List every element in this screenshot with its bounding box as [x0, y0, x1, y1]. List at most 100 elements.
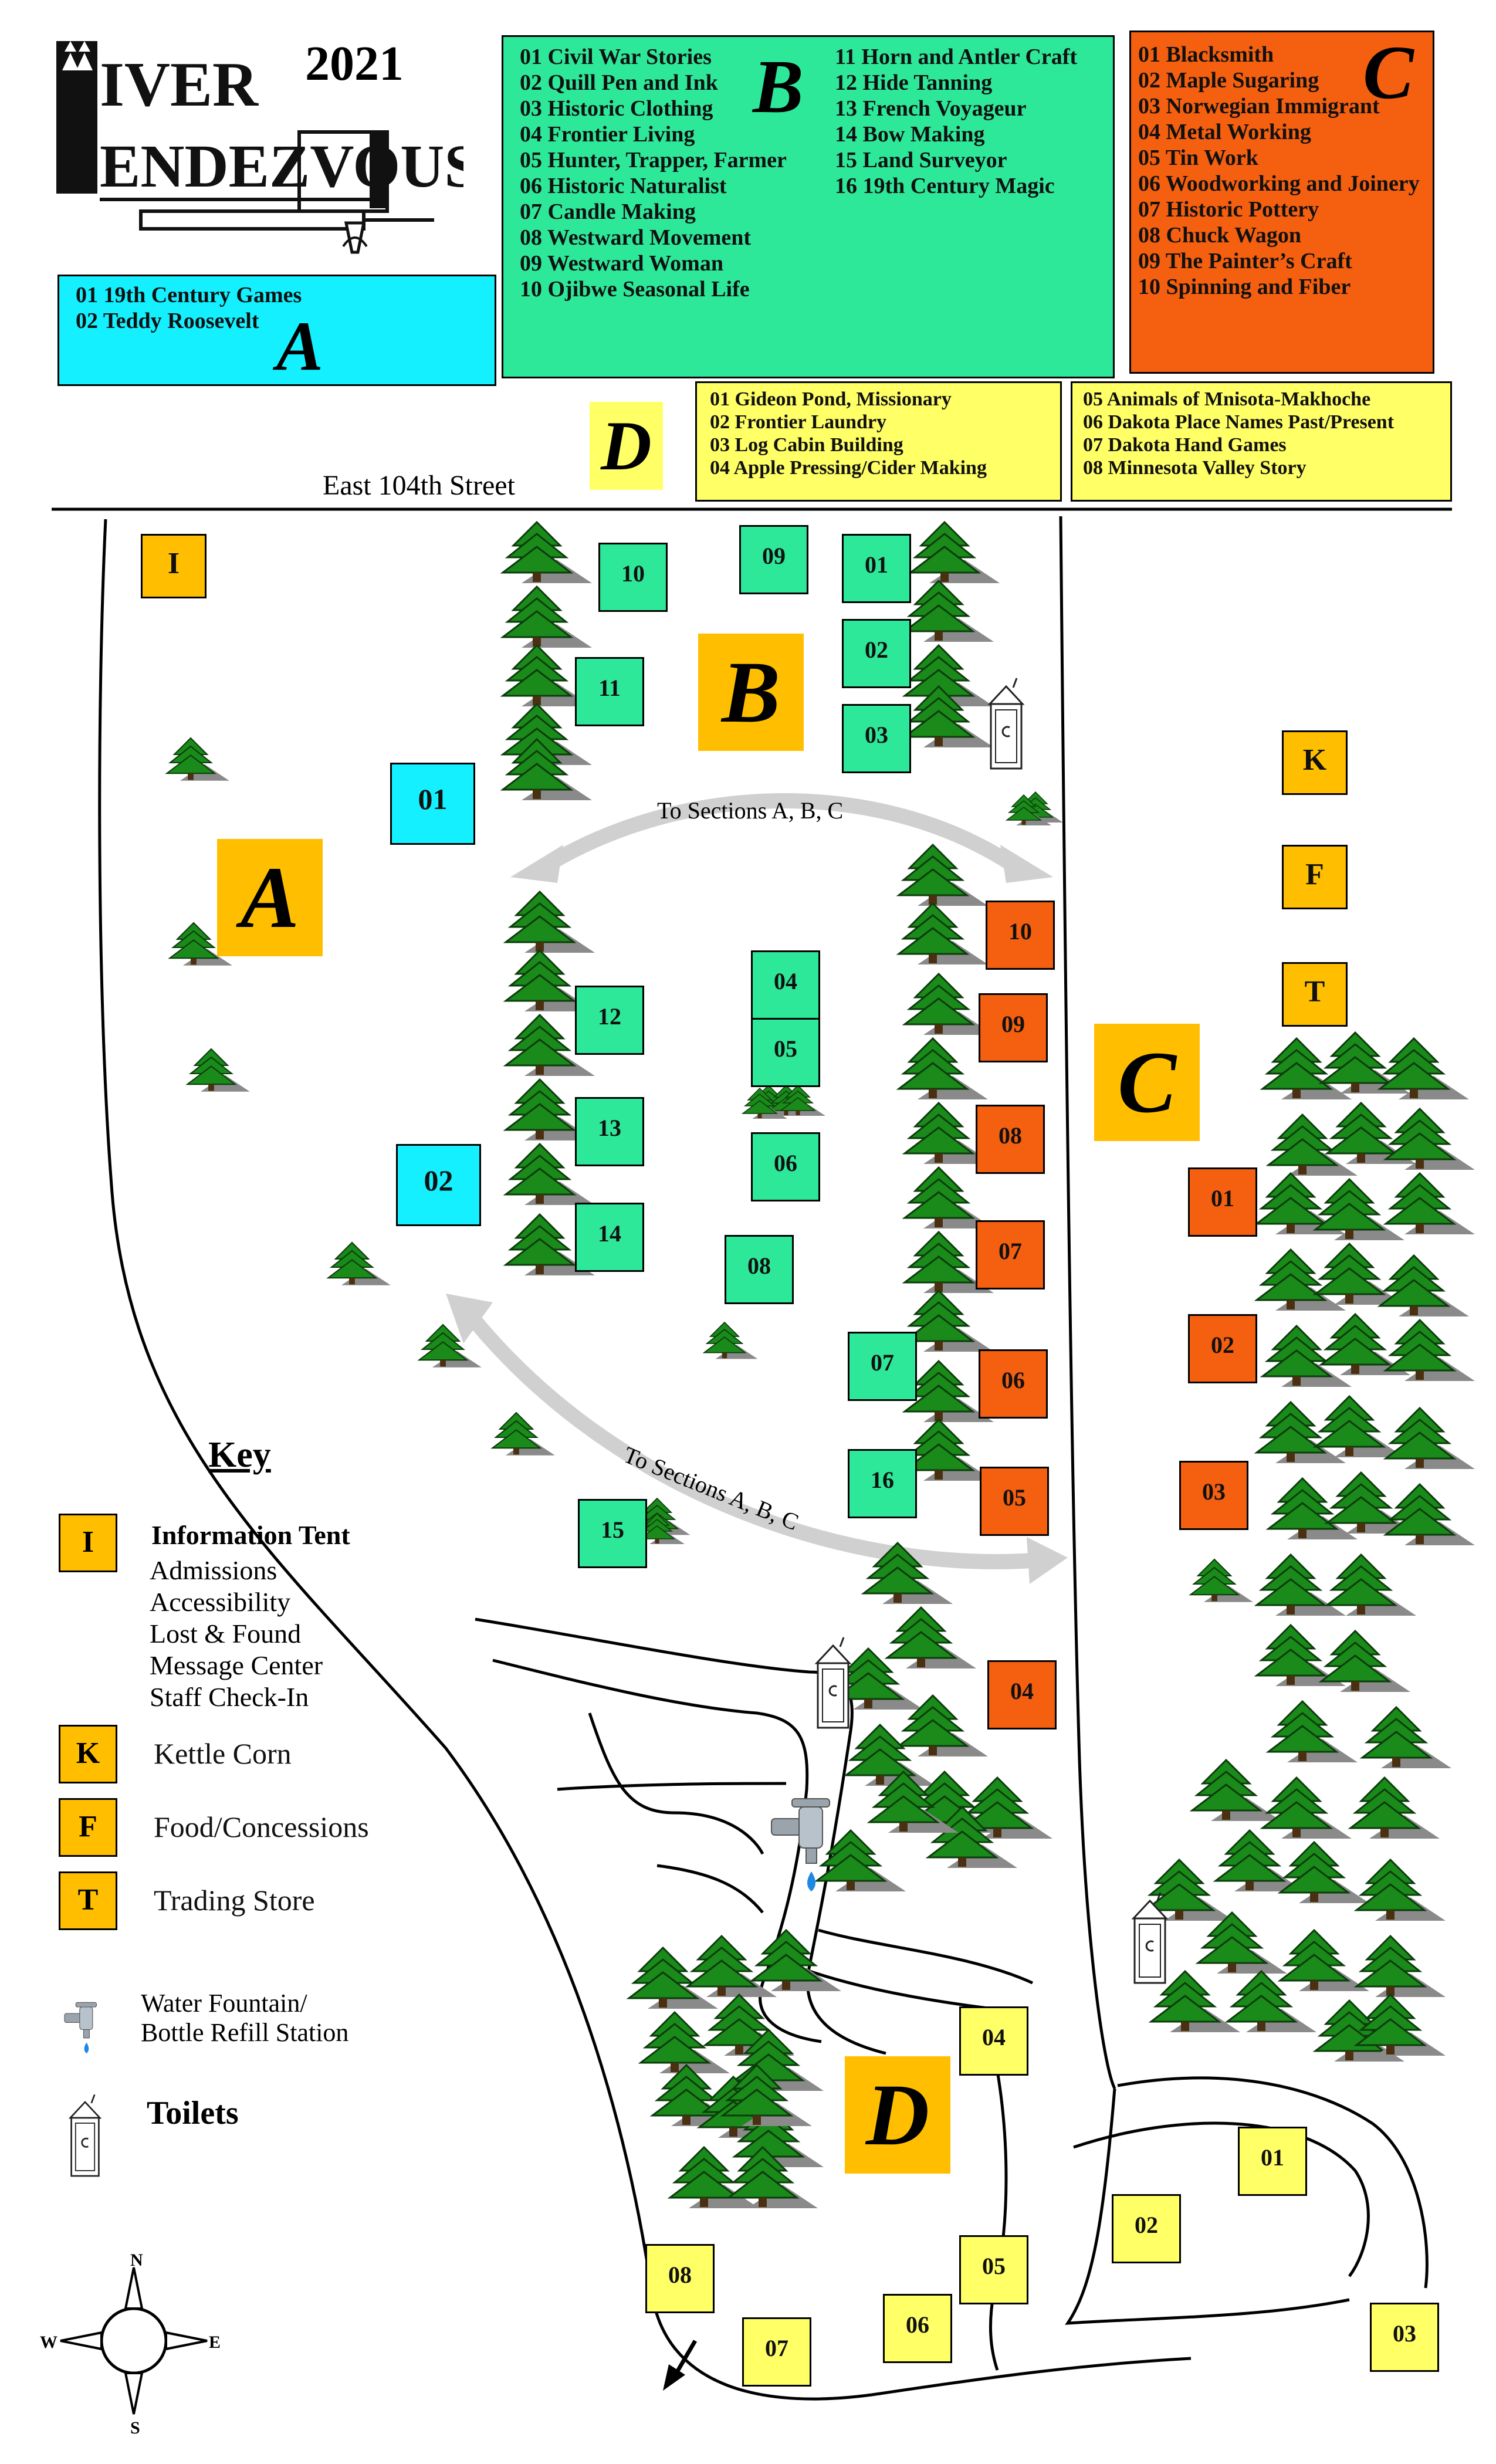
- legend-section-d-right: 05 Animals of Mnisota-Makhoche 06 Dakota…: [1071, 381, 1452, 502]
- legend-d-item: 05 Animals of Mnisota-Makhoche: [1083, 388, 1371, 410]
- compass-rose-icon: N E S W: [40, 2250, 221, 2438]
- booth-b-08[interactable]: 08: [725, 1235, 794, 1304]
- booth-c-06[interactable]: 06: [979, 1349, 1048, 1419]
- tree-icon: [1385, 1172, 1476, 1236]
- booth-d-03[interactable]: 03: [1370, 2303, 1439, 2372]
- legend-c-letter: C: [1363, 31, 1414, 115]
- tree-icon: [502, 521, 593, 584]
- tree-icon: [1385, 1483, 1476, 1546]
- booth-c-08[interactable]: 08: [976, 1105, 1045, 1174]
- booth-d-08[interactable]: 08: [645, 2244, 715, 2313]
- legend-c-item: 05 Tin Work: [1138, 145, 1258, 170]
- booth-b-12[interactable]: 12: [575, 986, 644, 1055]
- svg-text:E: E: [209, 2333, 221, 2352]
- toilet-icon: [989, 677, 1024, 770]
- tree-icon: [1314, 1395, 1406, 1458]
- booth-d-05[interactable]: 05: [959, 2235, 1028, 2304]
- legend-c-item: 09 The Painter’s Craft: [1138, 249, 1352, 273]
- booth-b-06[interactable]: 06: [751, 1132, 820, 1201]
- booth-c-03[interactable]: 03: [1179, 1461, 1248, 1530]
- legend-b-item: 04 Frontier Living: [520, 122, 695, 147]
- key-information-item: Admissions: [150, 1555, 277, 1585]
- booth-c-04[interactable]: 04: [987, 1660, 1057, 1729]
- tree-icon: [903, 580, 995, 643]
- svg-text:N: N: [130, 2250, 143, 2270]
- booth-b-16[interactable]: 16: [848, 1449, 917, 1518]
- tree-icon: [1279, 1841, 1370, 1904]
- booth-c-09[interactable]: 09: [979, 993, 1048, 1062]
- booth-b-10[interactable]: 10: [598, 543, 668, 612]
- booth-b-04[interactable]: 04: [751, 950, 820, 1020]
- legend-d-item: 02 Frontier Laundry: [710, 411, 886, 433]
- logo-line2: ENDEZVOUS: [100, 133, 463, 200]
- legend-c-item: 07 Historic Pottery: [1138, 197, 1319, 222]
- legend-d-letter: D: [590, 402, 663, 490]
- legend-c-item: 01 Blacksmith: [1138, 42, 1274, 67]
- booth-c-01[interactable]: 01: [1188, 1167, 1257, 1237]
- tree-icon: [903, 1289, 995, 1353]
- legend-section-b: 01 Civil War Stories 02 Quill Pen and In…: [502, 35, 1115, 378]
- tree-icon: [1279, 1929, 1370, 1992]
- legend-b-item: 02 Quill Pen and Ink: [520, 70, 718, 95]
- legend-b-item: 05 Hunter, Trapper, Farmer: [520, 148, 787, 172]
- booth-d-06[interactable]: 06: [883, 2294, 952, 2363]
- tree-icon: [1361, 1706, 1453, 1769]
- legend-c-item: 08 Chuck Wagon: [1138, 223, 1302, 248]
- booth-b-14[interactable]: 14: [575, 1203, 644, 1272]
- legend-b-item: 09 Westward Woman: [520, 251, 723, 276]
- kettle-corn-marker[interactable]: K: [1282, 730, 1348, 795]
- legend-b-item: 14 Bow Making: [835, 122, 985, 147]
- booth-b-01[interactable]: 01: [842, 534, 911, 603]
- tree-icon: [1326, 1553, 1417, 1617]
- booth-d-02[interactable]: 02: [1112, 2194, 1181, 2263]
- tree-icon: [903, 1166, 995, 1230]
- legend-a-letter: A: [276, 307, 324, 385]
- tree-icon: [1267, 1700, 1359, 1764]
- legend-c-item: 04 Metal Working: [1138, 120, 1311, 144]
- food-concessions-marker[interactable]: F: [1282, 845, 1348, 909]
- exit-arrow-icon: [663, 2340, 698, 2391]
- booth-b-15[interactable]: 15: [578, 1499, 647, 1568]
- key-title: Key: [208, 1435, 271, 1475]
- booth-d-07[interactable]: 07: [742, 2317, 811, 2387]
- tree-icon: [1214, 1829, 1306, 1893]
- toilet-icon: [815, 1636, 851, 1729]
- booth-b-07[interactable]: 07: [848, 1332, 917, 1401]
- booth-b-13[interactable]: 13: [575, 1097, 644, 1166]
- tree-icon: [1255, 1553, 1347, 1617]
- tree-icon: [502, 585, 593, 649]
- tree-icon: [505, 891, 596, 954]
- toilet-icon: [69, 2094, 101, 2177]
- booth-d-01[interactable]: 01: [1238, 2127, 1307, 2196]
- booth-b-05[interactable]: 05: [751, 1018, 820, 1087]
- key-water-label: Water Fountain/ Bottle Refill Station: [141, 1989, 349, 2047]
- key-kettle-swatch: K: [59, 1725, 117, 1783]
- svg-text:S: S: [130, 2418, 140, 2438]
- tree-icon: [1385, 1407, 1476, 1470]
- tree-icon: [1197, 1911, 1288, 1975]
- booth-d-04[interactable]: 04: [959, 2006, 1028, 2076]
- legend-b-item: 13 French Voyageur: [835, 96, 1027, 121]
- booth-c-02[interactable]: 02: [1188, 1314, 1257, 1383]
- tree-icon: [898, 902, 989, 966]
- logo-line1: IVER: [100, 50, 259, 120]
- tree-icon: [187, 1048, 251, 1092]
- street-label: East 104th Street: [323, 470, 515, 501]
- booth-a-02[interactable]: 02: [396, 1144, 481, 1226]
- booth-b-11[interactable]: 11: [575, 657, 644, 726]
- booth-b-09[interactable]: 09: [739, 525, 808, 594]
- legend-d-item: 06 Dakota Place Names Past/Present: [1083, 411, 1395, 433]
- booth-b-02[interactable]: 02: [842, 619, 911, 688]
- booth-c-05[interactable]: 05: [980, 1467, 1049, 1536]
- information-tent-marker[interactable]: I: [141, 534, 207, 598]
- trading-store-marker[interactable]: T: [1282, 962, 1348, 1027]
- booth-b-03[interactable]: 03: [842, 704, 911, 773]
- booth-a-01[interactable]: 01: [390, 763, 475, 845]
- booth-c-07[interactable]: 07: [976, 1220, 1045, 1289]
- tree-icon: [1314, 1243, 1406, 1306]
- key-information-swatch: I: [59, 1514, 117, 1572]
- booth-c-10[interactable]: 10: [986, 901, 1055, 970]
- section-d-marker: D: [845, 2056, 950, 2174]
- upper-route-label: To Sections A, B, C: [657, 797, 843, 824]
- section-b-marker: B: [698, 634, 804, 751]
